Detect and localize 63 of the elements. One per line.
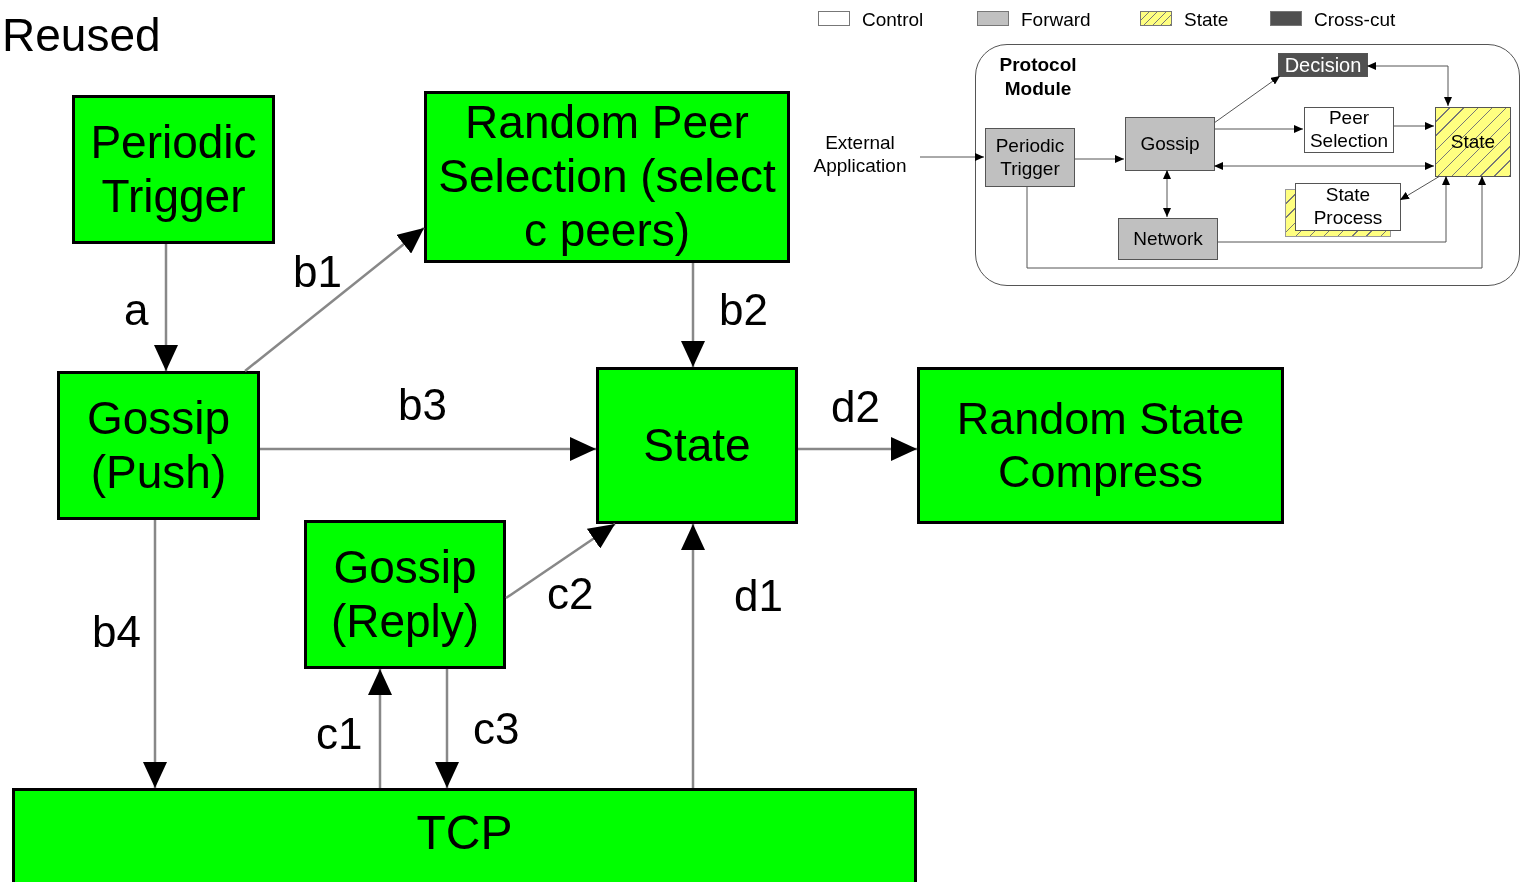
arrow: [1213, 125, 1304, 133]
arrow: [244, 227, 425, 372]
process-box: [596, 367, 798, 524]
node-label: Gossip: [1140, 132, 1200, 156]
node-label: Gossip (Push): [85, 391, 232, 500]
process-box: [304, 520, 506, 669]
node-label: Gossip (Reply): [329, 540, 481, 649]
forward-box: [1125, 117, 1215, 171]
arrow: [143, 520, 167, 788]
title: Reused: [2, 12, 161, 58]
state-box: [1435, 107, 1511, 177]
arrow: [435, 669, 459, 788]
process-box: [12, 788, 917, 882]
arrow: [681, 263, 705, 367]
edge-label: d2: [831, 385, 880, 429]
edge-label: b3: [398, 383, 447, 427]
arrow: [1163, 169, 1171, 218]
module-container: [975, 44, 1520, 286]
edge-label: c1: [316, 712, 363, 756]
node-label: Periodic Trigger: [89, 115, 258, 224]
node-label: Decision: [1284, 53, 1362, 77]
legend-label: Control: [862, 10, 924, 29]
arrow: [681, 524, 705, 788]
node-label: Network: [1133, 227, 1203, 251]
arrow: [1366, 62, 1452, 107]
arrow: [260, 437, 596, 461]
edge-label: a: [124, 288, 149, 332]
arrow: [798, 437, 917, 461]
external-label: External Application: [812, 132, 908, 178]
arrow: [154, 244, 178, 371]
node-label: State Process: [1312, 184, 1384, 230]
arrow: [1213, 162, 1435, 170]
arrow: [368, 669, 392, 788]
node-label: TCP: [416, 804, 513, 861]
node-label: State: [1450, 130, 1496, 154]
arrow: [1213, 75, 1281, 124]
edge-label: b1: [293, 250, 342, 294]
edge-label: c2: [547, 572, 594, 616]
arrow: [505, 522, 616, 600]
edge-label: b4: [92, 610, 141, 654]
edge-label: c3: [473, 707, 520, 751]
process-box: [57, 371, 260, 520]
legend-label: Cross-cut: [1314, 10, 1396, 29]
module-heading: Protocol Module: [998, 53, 1078, 101]
control-box: [1295, 183, 1401, 231]
arrow: [1216, 175, 1450, 243]
legend-label: State: [1184, 10, 1229, 29]
arrow: [1073, 155, 1125, 163]
forward-box: [1118, 218, 1218, 260]
arrow: [1392, 122, 1435, 130]
node-label: Periodic Trigger: [994, 134, 1066, 181]
node-label: Random State Compress: [955, 392, 1246, 499]
arrow: [919, 153, 985, 161]
edge-label: b2: [719, 288, 768, 332]
forward-box: [985, 128, 1075, 187]
node-label: State: [643, 418, 751, 473]
arrow: [1026, 175, 1486, 269]
node-label: Random Peer Selection (select c peers): [437, 96, 777, 258]
process-box: [917, 367, 1284, 524]
node-label: Peer Selection: [1308, 107, 1390, 153]
legend-label: Forward: [1021, 10, 1091, 29]
process-box: [72, 95, 275, 244]
edge-label: d1: [734, 574, 783, 618]
